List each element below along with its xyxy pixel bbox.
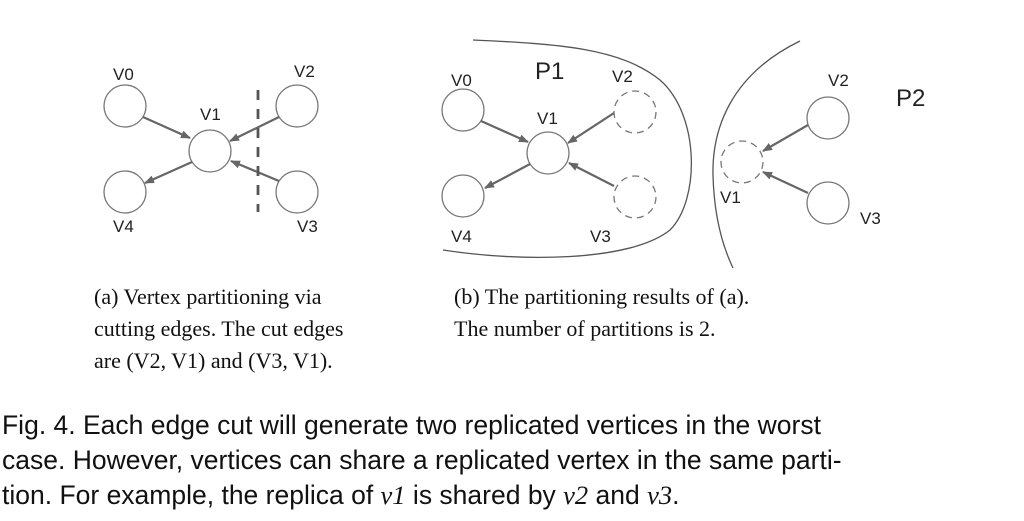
- math-v2: v2: [563, 480, 589, 510]
- label-v0: V0: [113, 65, 134, 84]
- label-v4-b: V4: [451, 227, 472, 246]
- label-v1-replica: V1: [720, 188, 741, 207]
- caption-b-line: The number of partitions is 2.: [454, 316, 716, 341]
- caption-a: (a) Vertex partitioning via cutting edges…: [94, 281, 343, 377]
- replica-v3-p1: [613, 175, 657, 219]
- node-v1-p1: [526, 131, 570, 175]
- edge-v3-v1: [230, 159, 280, 183]
- label-p1: P1: [535, 58, 564, 85]
- label-v3-b: V3: [590, 227, 611, 246]
- node-v0: [103, 84, 147, 128]
- label-v1: V1: [200, 105, 221, 124]
- caption-text: is shared by: [405, 480, 564, 510]
- partition-p1-boundary: [442, 39, 692, 259]
- caption-text: .: [672, 480, 680, 510]
- label-v3-p2: V3: [860, 209, 881, 228]
- label-v2: V2: [294, 62, 315, 81]
- math-v3: v3: [647, 480, 673, 510]
- partition-p2-boundary: [712, 40, 801, 269]
- edge-v2-v1: [229, 116, 280, 142]
- edge-v2-v1-p2: [762, 124, 809, 152]
- caption-b-line: (b) The partitioning results of (a).: [454, 284, 750, 309]
- edge-v1-v4-b: [484, 163, 531, 189]
- edge-v3-v1-p2: [762, 171, 809, 194]
- edge-v0-v1: [142, 115, 191, 140]
- node-v2-p2: [806, 96, 850, 140]
- figure-caption-line: case. However, vertices can share a repl…: [2, 445, 842, 475]
- label-p2: P2: [896, 85, 925, 112]
- edge-v0-v1-b: [480, 119, 529, 144]
- figure-caption-line: tion. For example, the replica of v1 is …: [2, 478, 1022, 513]
- node-v0-p1: [441, 88, 485, 132]
- label-v0-b: V0: [451, 71, 472, 90]
- replica-v1-p2: [720, 140, 764, 184]
- caption-b: (b) The partitioning results of (a). The …: [454, 281, 749, 345]
- label-v2-p2: V2: [828, 71, 849, 90]
- node-v4-p1: [441, 174, 485, 218]
- node-v3-p2: [806, 181, 850, 225]
- node-v1: [188, 129, 232, 173]
- math-v1: v1: [380, 480, 406, 510]
- label-v3: V3: [297, 217, 318, 236]
- replica-v2-p1: [613, 90, 657, 134]
- node-v2: [275, 84, 319, 128]
- caption-a-line: (a) Vertex partitioning via: [94, 284, 322, 309]
- node-v3: [275, 170, 319, 214]
- caption-text: and: [588, 480, 648, 510]
- caption-text: tion. For example, the replica of: [2, 480, 381, 510]
- figure-caption: Fig. 4. Each edge cut will generate two …: [2, 408, 1022, 513]
- edge-v2-v1-b: [567, 112, 615, 144]
- label-v4: V4: [113, 217, 134, 236]
- label-v2-b: V2: [612, 67, 633, 86]
- label-v1-b: V1: [537, 109, 558, 128]
- edge-v1-v4: [144, 160, 193, 185]
- figure-caption-line: Fig. 4. Each edge cut will generate two …: [2, 410, 821, 440]
- caption-a-line: are (V2, V1) and (V3, V1).: [94, 348, 333, 373]
- node-v4: [103, 170, 147, 214]
- caption-a-line: cutting edges. The cut edges: [94, 316, 344, 341]
- edge-v3-v1-b: [568, 162, 615, 187]
